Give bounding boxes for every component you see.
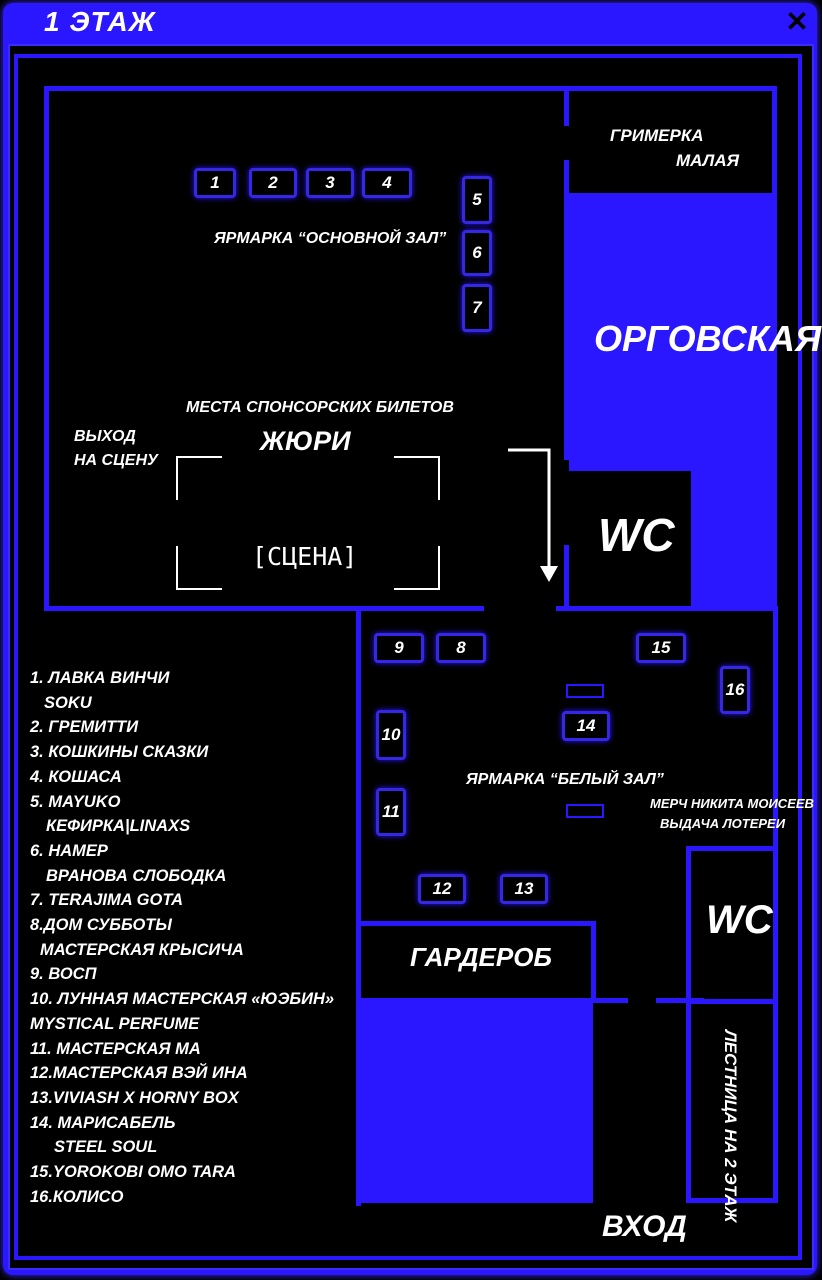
room-grimerka xyxy=(569,86,777,198)
main-hall-wall-bottom-right xyxy=(556,606,776,611)
room-orgovskaya-lower xyxy=(696,466,777,611)
room-wc-bottom xyxy=(686,846,778,1004)
stall-5[interactable]: 5 xyxy=(462,176,492,224)
room-garderob-label: ГАРДЕРОБ xyxy=(410,942,552,972)
stall-14[interactable]: 14 xyxy=(562,711,610,741)
table-marker-top xyxy=(566,684,604,698)
sponsor-seats-label: МЕСТА СПОНСОРСКИХ БИЛЕТОВ xyxy=(186,399,454,416)
white-hall-wall-right xyxy=(773,606,778,851)
legend-item: 1. ЛАВКА ВИНЧИ xyxy=(30,669,170,687)
stage-bracket-br xyxy=(394,546,440,590)
white-hall-wall-left xyxy=(356,606,361,1206)
merch-label-2: ВЫДАЧА ЛОТЕРЕИ xyxy=(660,816,786,831)
room-garderob xyxy=(356,921,596,1003)
legend-item: 7. TERAJIMA GOTA xyxy=(30,891,184,910)
legend-item: 9. ВОСП xyxy=(30,965,97,984)
main-hall-wall-left xyxy=(44,86,49,611)
page-title: 1 ЭТАЖ xyxy=(44,6,156,37)
room-grimerka-label-2: МАЛАЯ xyxy=(676,151,739,170)
legend-item: 5. MAYUKO xyxy=(30,792,121,811)
stall-4[interactable]: 4 xyxy=(362,168,412,198)
legend-item: 14. МАРИСАБЕЛЬ xyxy=(30,1113,176,1132)
stall-8[interactable]: 8 xyxy=(436,633,486,663)
legend-item: MYSTICAL PERFUME xyxy=(30,1014,200,1033)
stall-16[interactable]: 16 xyxy=(720,666,750,714)
legend-item: 8.ДОМ СУББОТЫ xyxy=(30,916,172,935)
stall-15[interactable]: 15 xyxy=(636,633,686,663)
legend-item: 4. КОШАСА xyxy=(30,767,122,786)
stall-12[interactable]: 12 xyxy=(418,874,466,904)
stall-7[interactable]: 7 xyxy=(462,284,492,332)
main-hall-wall-top xyxy=(44,86,564,91)
legend-item: 2. ГРЕМИТТИ xyxy=(30,718,139,737)
stage-bracket-tl xyxy=(176,456,222,500)
hall-wall-divider xyxy=(592,998,628,1003)
legend-item: STEEL SOUL xyxy=(54,1138,158,1157)
legend-item: SOKU xyxy=(44,693,92,712)
stall-11[interactable]: 11 xyxy=(376,788,406,836)
main-hall-wall-right-c xyxy=(564,545,569,611)
stage-exit-label-1: ВЫХОД xyxy=(74,428,136,445)
stage-bracket-tr xyxy=(394,456,440,500)
legend-item: ВРАНОВА СЛОБОДКА xyxy=(46,866,227,885)
table-marker-bottom xyxy=(566,804,604,818)
legend-item: 12.МАСТЕРСКАЯ ВЭЙ ИНА xyxy=(30,1064,248,1083)
legend-item: 13.VIVIASH X HORNY BOX xyxy=(30,1088,239,1107)
main-hall-wall-right-a xyxy=(564,86,569,126)
legend-item: КЕФИРКА|LINAXS xyxy=(46,817,191,836)
merch-label-1: МЕРЧ НИКИТА МОИСЕЕВ xyxy=(650,796,814,811)
stage-exit-label-2: НА СЦЕНУ xyxy=(74,452,158,469)
room-garderob-storage xyxy=(356,1003,590,1203)
stall-1[interactable]: 1 xyxy=(194,168,236,198)
vendor-legend: 1. ЛАВКА ВИНЧИ SOKU 2. ГРЕМИТТИ 3. КОШКИ… xyxy=(30,666,334,1209)
jury-label: ЖЮРИ xyxy=(260,426,351,456)
stall-3[interactable]: 3 xyxy=(306,168,354,198)
stall-13[interactable]: 13 xyxy=(500,874,548,904)
stage-bracket-bl xyxy=(176,546,222,590)
room-wc-top xyxy=(569,466,696,606)
legend-item: 3. КОШКИНЫ СКАЗКИ xyxy=(30,743,209,762)
legend-item: 11. МАСТЕРСКАЯ МА xyxy=(30,1039,201,1058)
room-orgovskaya xyxy=(569,198,777,466)
entrance-label[interactable]: ВХОД xyxy=(602,1210,687,1243)
main-hall-wall-bottom xyxy=(44,606,484,611)
legend-item: МАСТЕРСКАЯ КРЫСИЧА xyxy=(40,940,244,959)
close-icon[interactable]: ✕ xyxy=(785,6,809,37)
main-hall-wall-right-b xyxy=(564,160,569,460)
stall-10[interactable]: 10 xyxy=(376,710,406,760)
room-orgovskaya-label: ОРГОВСКАЯ xyxy=(594,318,822,359)
legend-item: 6. НАМЕР xyxy=(30,841,108,860)
white-hall-fair-label: ЯРМАРКА “БЕЛЫЙ ЗАЛ” xyxy=(466,771,664,788)
stage-label: [СЦЕНА] xyxy=(252,542,358,571)
stairs-wall-left xyxy=(588,998,593,1203)
route-arrow-icon xyxy=(508,448,558,582)
stall-9[interactable]: 9 xyxy=(374,633,424,663)
stall-2[interactable]: 2 xyxy=(249,168,297,198)
room-grimerka-label-1: ГРИМЕРКА xyxy=(610,126,704,145)
legend-item: 15.YOROKOBI OMO TARA xyxy=(30,1163,236,1182)
hall-wall-divider-2 xyxy=(656,998,704,1003)
room-wc-bottom-label: WC xyxy=(706,898,773,942)
stall-6[interactable]: 6 xyxy=(462,230,492,276)
room-stairs xyxy=(686,1000,778,1203)
room-wc-top-label: WC xyxy=(598,509,675,561)
legend-item: 16.КОЛИСО xyxy=(30,1187,124,1206)
room-stairs-label: ЛЕСТНИЦА НА 2 ЭТАЖ xyxy=(721,1030,740,1223)
legend-item: 10. ЛУННАЯ МАСТЕРСКАЯ «ЮЭБИН» xyxy=(30,990,335,1009)
main-hall-fair-label: ЯРМАРКА “ОСНОВНОЙ ЗАЛ” xyxy=(214,230,447,247)
